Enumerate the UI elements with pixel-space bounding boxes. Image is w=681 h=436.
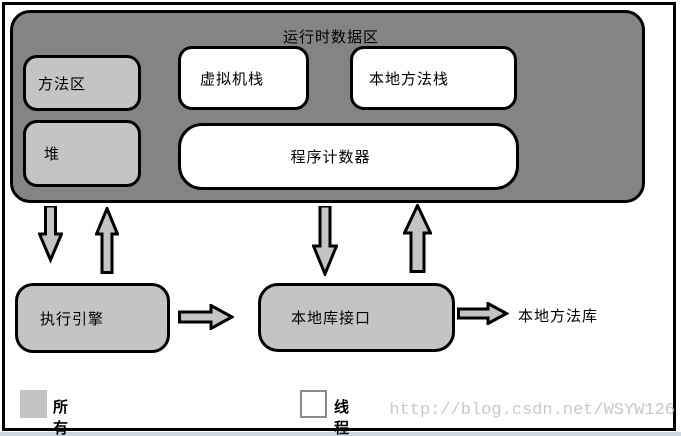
program-counter-box: 程序计数器 bbox=[178, 123, 519, 190]
native-library-interface-label: 本地库接口 bbox=[291, 310, 372, 327]
legend-shared-label: 所有线程共享的数据区 bbox=[53, 399, 69, 436]
arrow-right-interface-to-library-icon bbox=[457, 302, 509, 325]
arrow-up-right-icon bbox=[403, 204, 432, 273]
arrow-down-left-icon bbox=[38, 206, 63, 263]
heap-box: 堆 bbox=[23, 120, 141, 187]
method-area-box: 方法区 bbox=[23, 55, 141, 111]
legend-isolated-swatch bbox=[300, 390, 327, 418]
arrow-down-middle-icon bbox=[312, 206, 338, 276]
legend-isolated-label: 线程隔离的数据区 bbox=[334, 399, 350, 436]
heap-label: 堆 bbox=[44, 146, 61, 163]
legend-shared-swatch bbox=[20, 390, 47, 418]
native-method-library-label: 本地方法库 bbox=[518, 308, 599, 325]
method-area-label: 方法区 bbox=[38, 75, 87, 93]
vm-stack-label: 虚拟机栈 bbox=[200, 70, 265, 88]
execution-engine-box: 执行引擎 bbox=[15, 283, 170, 353]
native-method-stack-label: 本地方法栈 bbox=[369, 70, 450, 88]
arrow-up-left-icon bbox=[95, 207, 119, 274]
watermark-url: http://blog.csdn.net/WSYW126 bbox=[389, 401, 675, 420]
execution-engine-label: 执行引擎 bbox=[40, 310, 105, 328]
bottom-edge-strip bbox=[0, 432, 681, 436]
runtime-data-area-title: 运行时数据区 bbox=[282, 29, 379, 46]
runtime-data-area-container: 运行时数据区 方法区 堆 虚拟机栈 本地方法栈 程序计数器 bbox=[10, 10, 645, 203]
native-library-interface-box: 本地库接口 bbox=[258, 283, 455, 352]
program-counter-label: 程序计数器 bbox=[290, 149, 371, 166]
native-method-stack-box: 本地方法栈 bbox=[350, 46, 517, 110]
vm-stack-box: 虚拟机栈 bbox=[178, 46, 309, 110]
arrow-right-engine-to-interface-icon bbox=[178, 304, 234, 330]
